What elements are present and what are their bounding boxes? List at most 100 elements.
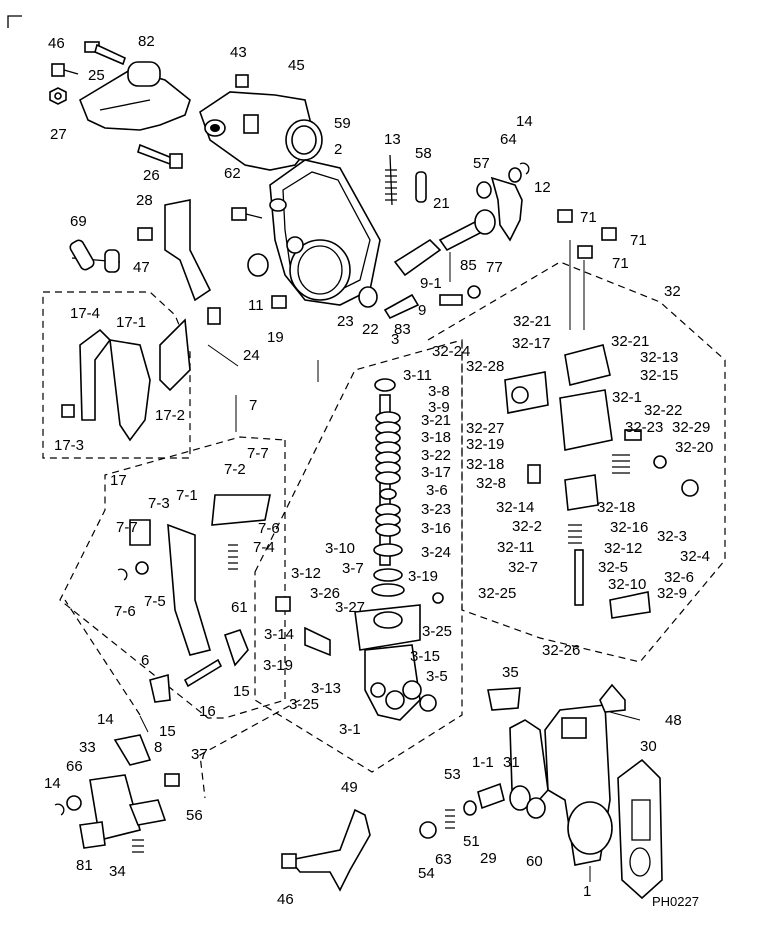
- spring-13-axis: [389, 154, 393, 206]
- label-3-1: 3-1: [339, 721, 361, 738]
- label-24: 24: [243, 347, 260, 364]
- label-7-1: 7-1: [176, 487, 198, 504]
- label-16: 16: [199, 703, 216, 720]
- label-32-20: 32-20: [675, 439, 713, 456]
- label-32-11: 32-11: [497, 539, 534, 556]
- ball-31: [509, 785, 531, 811]
- label-32-19: 32-19: [466, 436, 504, 453]
- label-43: 43: [230, 44, 247, 61]
- label-3-17: 3-17: [421, 464, 451, 481]
- label-28: 28: [136, 192, 153, 209]
- plunger-stack-3: [371, 378, 405, 597]
- label-29: 29: [480, 850, 497, 867]
- label-14c: 14: [44, 775, 61, 792]
- label-31: 31: [503, 754, 520, 771]
- label-7-6a: 7-6: [258, 520, 280, 537]
- label-32-22: 32-22: [644, 402, 682, 419]
- label-49: 49: [341, 779, 358, 796]
- label-15b: 15: [159, 723, 176, 740]
- label-6: 6: [141, 652, 149, 669]
- bolt-83: [439, 294, 463, 306]
- label-3-26: 3-26: [310, 585, 340, 602]
- label-3-23: 3-23: [421, 501, 451, 518]
- lever-9-1: [393, 238, 442, 277]
- lever-47: [164, 199, 212, 302]
- label-11: 11: [248, 297, 264, 314]
- label-7: 7: [249, 397, 257, 414]
- label-3-24: 3-24: [421, 544, 451, 561]
- label-32-16: 32-16: [610, 519, 648, 536]
- label-32-21a: 32-21: [513, 313, 551, 330]
- housing-2: [269, 159, 381, 306]
- bolt-26: [137, 143, 183, 169]
- washer-51: [463, 800, 477, 816]
- label-2: 2: [334, 141, 342, 158]
- label-32-24: 32-24: [432, 343, 470, 360]
- bolt-25: [84, 41, 126, 66]
- link-17-4: [79, 328, 112, 421]
- seal-23: [358, 286, 378, 308]
- bolt-24: [207, 307, 221, 325]
- fitting-1-1: [477, 782, 505, 810]
- callout-labels: 46 25 82 43 45 27 59 13 58 14 64 2 57 12…: [44, 33, 713, 909]
- lever-56: [128, 799, 167, 826]
- clip-14: [519, 162, 530, 175]
- label-1-1: 1-1: [472, 754, 494, 771]
- label-32-12: 32-12: [604, 540, 642, 557]
- seal-60: [526, 797, 546, 819]
- label-17-2: 17-2: [155, 407, 185, 424]
- label-30: 30: [640, 738, 657, 755]
- label-32-8: 32-8: [476, 475, 506, 492]
- spring-63: [445, 809, 455, 829]
- spring-34: [132, 839, 144, 853]
- label-32-17: 32-17: [512, 335, 550, 352]
- label-3-15: 3-15: [410, 648, 440, 665]
- label-37: 37: [191, 746, 208, 763]
- spring-62: [231, 207, 263, 221]
- label-17-3: 17-3: [54, 437, 84, 454]
- label-15a: 15: [233, 683, 250, 700]
- spring-13: [385, 169, 397, 201]
- label-14b: 14: [97, 711, 114, 728]
- label-23: 23: [337, 313, 354, 330]
- lever-49: [288, 808, 371, 892]
- label-3-19b: 3-19: [263, 657, 293, 674]
- bolt-9: [383, 293, 420, 320]
- nut-27: [49, 87, 67, 105]
- gasket-30: [617, 758, 663, 900]
- label-82: 82: [138, 33, 155, 50]
- plug-3-5: [419, 694, 437, 712]
- label-3-14: 3-14: [264, 626, 294, 643]
- label-35: 35: [502, 664, 519, 681]
- label-83: 83: [394, 321, 411, 338]
- label-57: 57: [473, 155, 490, 172]
- label-3-6: 3-6: [426, 482, 448, 499]
- label-32-18b: 32-18: [597, 499, 635, 516]
- label-58: 58: [415, 145, 432, 162]
- label-81: 81: [76, 857, 93, 874]
- label-32-27: 32-27: [466, 420, 504, 437]
- label-51: 51: [463, 833, 480, 850]
- group-7-outline: [59, 436, 286, 719]
- bolt-17-3: [61, 404, 75, 418]
- pin-15b: [149, 673, 171, 703]
- label-63: 63: [435, 851, 452, 868]
- label-22: 22: [362, 321, 379, 338]
- plate-81: [79, 821, 106, 849]
- bolt-19: [271, 295, 287, 309]
- label-3-21: 3-21: [421, 412, 451, 429]
- label-7-4: 7-4: [253, 539, 275, 556]
- clip-7-6: [117, 568, 128, 581]
- label-32-6: 32-6: [664, 569, 694, 586]
- label-45: 45: [288, 57, 305, 74]
- label-32-10: 32-10: [608, 576, 646, 593]
- pin-15: [223, 629, 249, 667]
- label-32-21b: 32-21: [611, 333, 649, 350]
- pump-body-1: [544, 704, 613, 866]
- washer-64: [508, 167, 522, 183]
- label-32-25: 32-25: [478, 585, 516, 602]
- label-7-3: 7-3: [148, 495, 170, 512]
- label-13: 13: [384, 131, 401, 148]
- lever-7-1: [167, 523, 212, 656]
